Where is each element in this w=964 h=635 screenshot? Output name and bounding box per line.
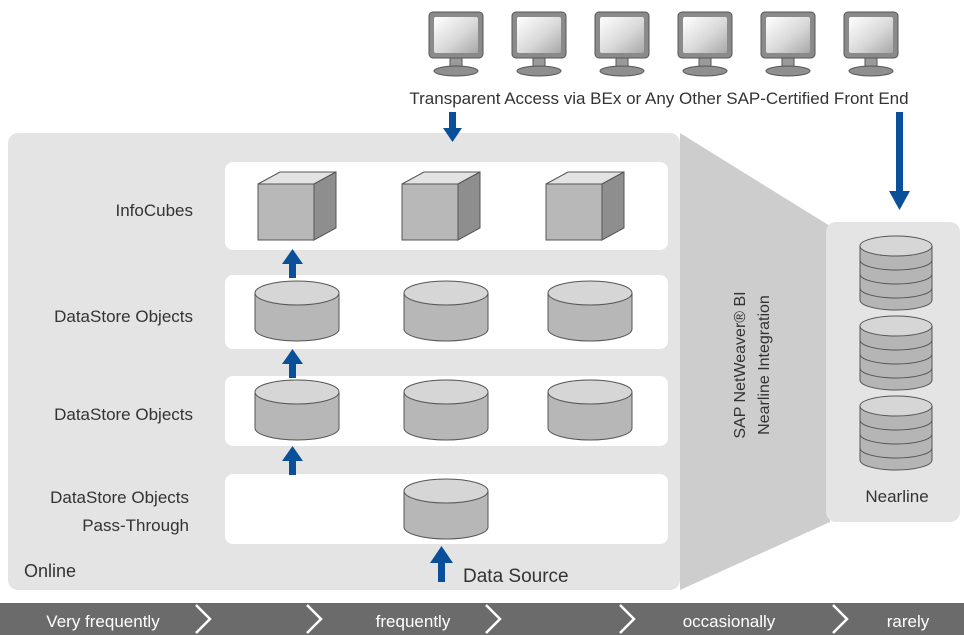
chevron-right-icon [619, 604, 636, 634]
front-end-label: Transparent Access via BEx or Any Other … [409, 89, 908, 108]
front-end-monitors [428, 11, 899, 77]
cylinder-icon [403, 478, 489, 540]
monitor-icon [843, 11, 899, 77]
chevron-right-icon [832, 604, 849, 634]
frequency-chevrons [195, 604, 849, 634]
frequency-label-rarely: rarely [887, 612, 930, 631]
cube-icon [257, 171, 337, 241]
database-stack-icon [859, 315, 933, 391]
row-label-dso-1: DataStore Objects [54, 307, 193, 326]
cylinder-icon [254, 379, 340, 441]
monitor-icon [760, 11, 816, 77]
data-source-label: Data Source [463, 566, 569, 587]
cylinder-icon [403, 280, 489, 342]
chevron-right-icon [195, 604, 212, 634]
monitor-icon [511, 11, 567, 77]
arrow-up-icon [282, 446, 303, 475]
row-label-dso-passthrough: DataStore Objects [50, 488, 189, 507]
online-label: Online [24, 561, 76, 581]
arrow-down-icon [443, 112, 462, 142]
row-label-dso-2: DataStore Objects [54, 405, 193, 424]
frequency-bar: Very frequently frequently occasionally … [0, 603, 964, 635]
arrow-up-icon [282, 249, 303, 278]
integration-label-line1: SAP NetWeaver® BI [732, 291, 749, 438]
datastore-icons [254, 280, 633, 540]
row-label-infocubes: InfoCubes [116, 201, 194, 220]
database-stack-icon [859, 395, 933, 471]
cube-icon [545, 171, 625, 241]
monitor-icon [428, 11, 484, 77]
monitor-icon [594, 11, 650, 77]
integration-connector [680, 133, 830, 590]
arrow-down-icon [889, 112, 910, 210]
cylinder-icon [547, 280, 633, 342]
frequency-label-very-frequently: Very frequently [46, 612, 160, 631]
cylinder-icon [547, 379, 633, 441]
monitor-icon [677, 11, 733, 77]
nearline-label: Nearline [865, 487, 928, 506]
cube-icon [401, 171, 481, 241]
frequency-label-frequently: frequently [376, 612, 451, 631]
cylinder-icon [403, 379, 489, 441]
row-label-passthrough-line2: Pass-Through [82, 516, 189, 535]
infocube-icons [257, 171, 625, 241]
flow-arrows [282, 112, 910, 582]
database-stack-icon [859, 235, 933, 311]
integration-label-line2: Nearline Integration [756, 295, 773, 435]
frequency-label-occasionally: occasionally [683, 612, 776, 631]
nearline-databases [859, 235, 933, 471]
data-source-arrow-icon [430, 546, 453, 582]
arrow-up-icon [282, 349, 303, 378]
chevron-right-icon [485, 604, 502, 634]
cylinder-icon [254, 280, 340, 342]
chevron-right-icon [306, 604, 323, 634]
frequency-bar-background [0, 603, 964, 635]
